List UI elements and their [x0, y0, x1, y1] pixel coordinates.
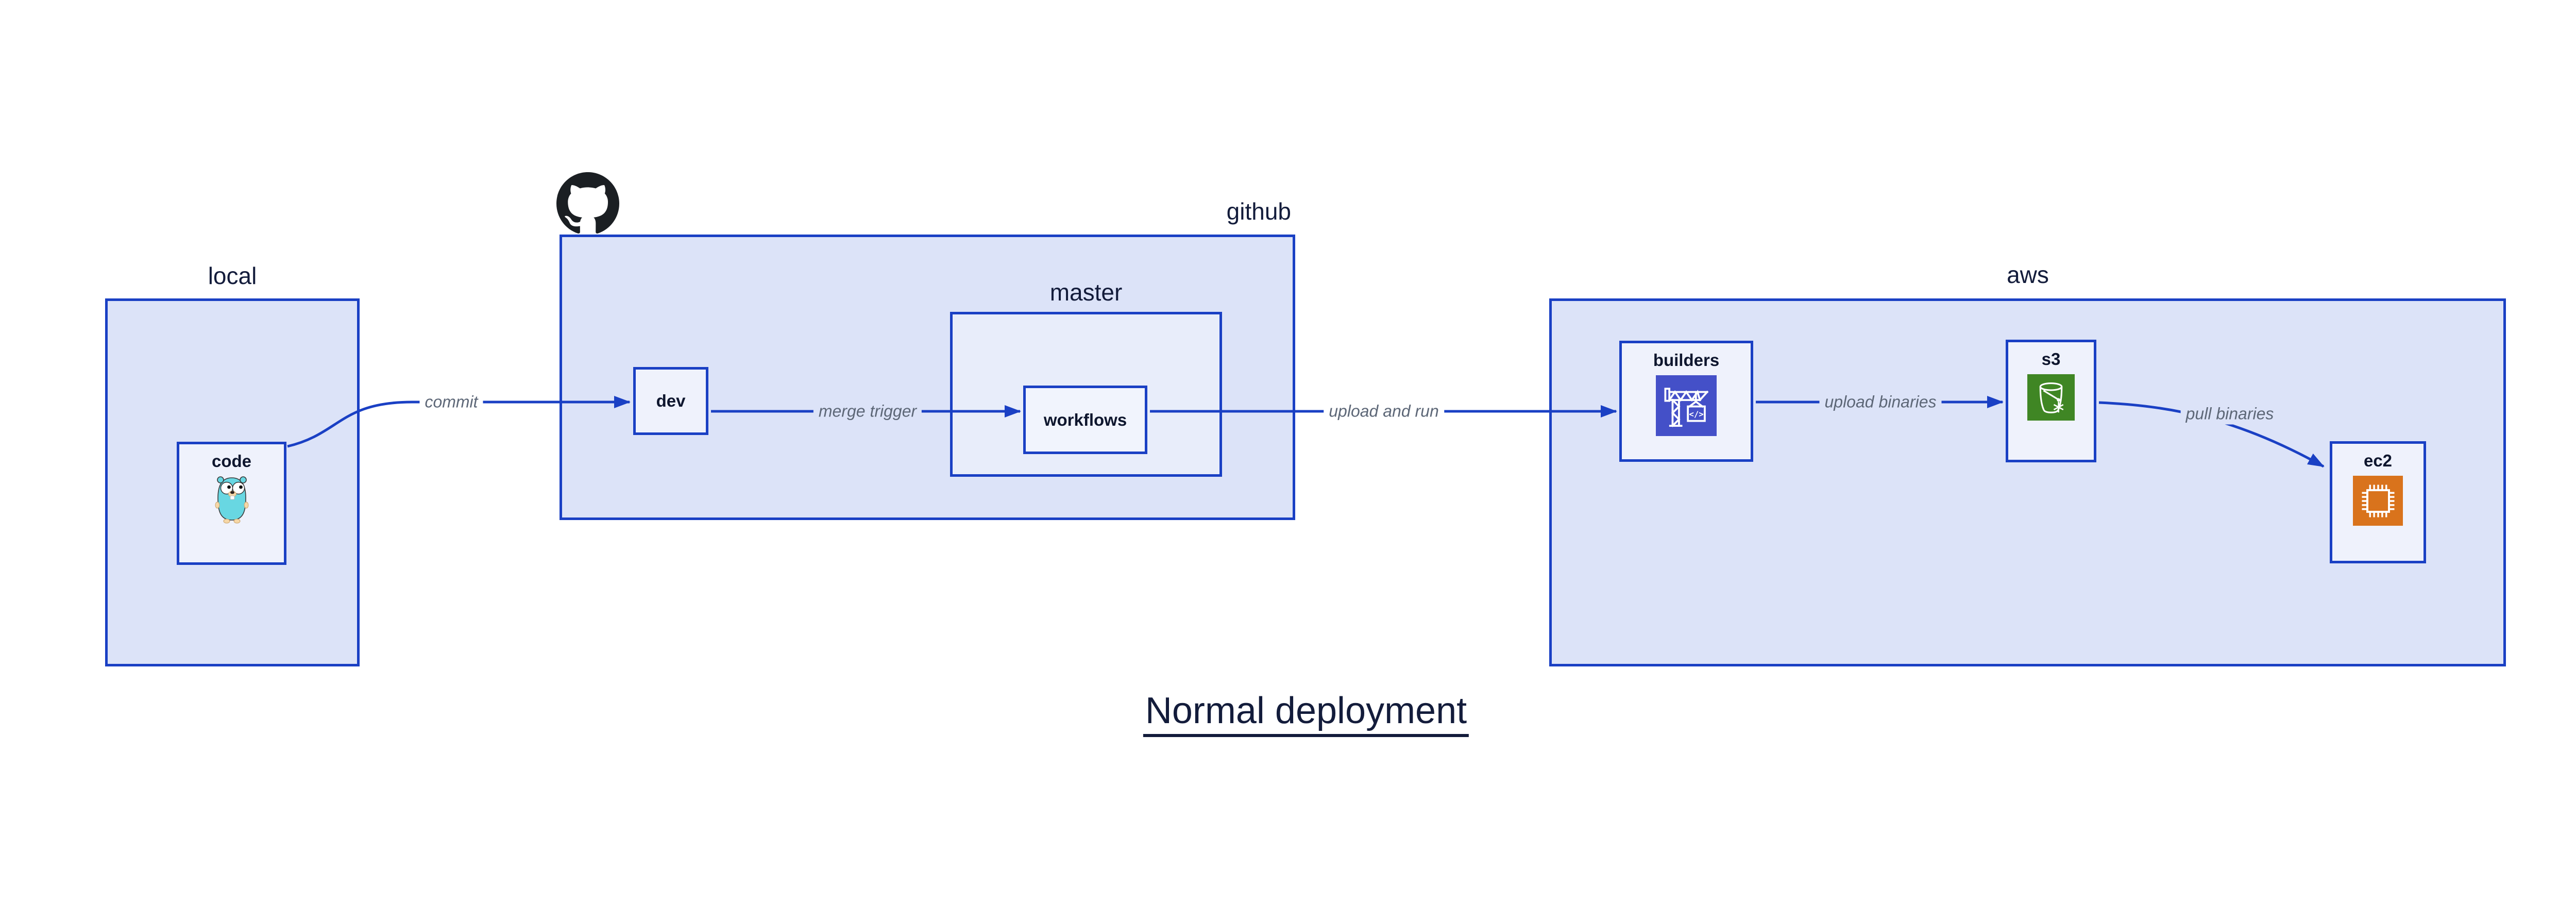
edge-label-upload-and-run: upload and run: [1324, 400, 1444, 422]
github-label: github: [1226, 198, 1291, 225]
dev-branch-node: dev: [633, 367, 708, 435]
aws-label: aws: [2007, 261, 2049, 288]
workflows-node-label: workflows: [1043, 410, 1127, 429]
go-gopher-icon: [215, 476, 248, 524]
builders-node-label: builders: [1653, 350, 1720, 370]
local-label: local: [208, 262, 257, 289]
code-node: code: [177, 442, 286, 565]
aws-s3-bucket-icon: [2027, 374, 2075, 421]
s3-node: s3: [2006, 340, 2096, 462]
edge-label-commit: commit: [419, 391, 483, 413]
github-octocat-icon: [556, 172, 619, 233]
master-label: master: [1049, 279, 1123, 306]
edge-label-pull-binaries: pull binaries: [2180, 403, 2279, 425]
diagram-title: Normal deployment: [1143, 690, 1469, 737]
dev-node-label: dev: [656, 391, 686, 410]
s3-node-label: s3: [2041, 349, 2061, 369]
svg-text:</>: </>: [1689, 410, 1703, 419]
ec2-node: ec2: [2330, 441, 2426, 563]
aws-ec2-chip-icon: [2353, 476, 2403, 526]
edge-label-merge-trigger: merge trigger: [813, 400, 922, 422]
builders-node: builders </>: [1619, 341, 1753, 462]
workflows-node: workflows: [1023, 386, 1147, 454]
edge-label-upload-binaries: upload binaries: [1819, 391, 1942, 413]
ec2-node-label: ec2: [2363, 451, 2393, 470]
aws-codebuild-crane-icon: </>: [1656, 375, 1717, 436]
code-node-label: code: [211, 452, 252, 471]
